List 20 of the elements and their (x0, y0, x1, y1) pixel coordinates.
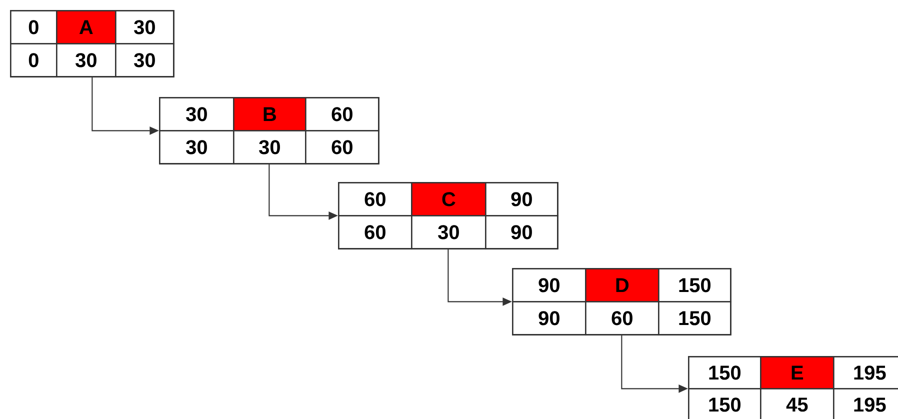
table-cell: 60 (585, 301, 660, 336)
table-cell: 30 (56, 43, 116, 78)
activity-name-cell: A (56, 10, 116, 44)
activity-name-cell: D (585, 268, 660, 302)
table-cell: 30 (233, 130, 306, 164)
table-cell: 30 (411, 215, 486, 250)
table-cell: 150 (658, 301, 732, 336)
table-cell: 60 (338, 215, 412, 250)
table-cell: 195 (833, 388, 898, 419)
activity-name-cell: C (411, 182, 486, 216)
table-cell: 0 (10, 43, 58, 78)
activity-name-cell: B (233, 97, 306, 132)
table-cell: 30 (159, 130, 234, 164)
table-cell: 150 (688, 388, 762, 419)
table-cell: 90 (485, 215, 558, 250)
table-cell: 60 (305, 130, 380, 164)
activity-name-cell: E (760, 356, 834, 390)
table-cell: 45 (760, 388, 834, 419)
table-cell: 30 (115, 43, 174, 78)
table-cell: 90 (512, 301, 586, 336)
